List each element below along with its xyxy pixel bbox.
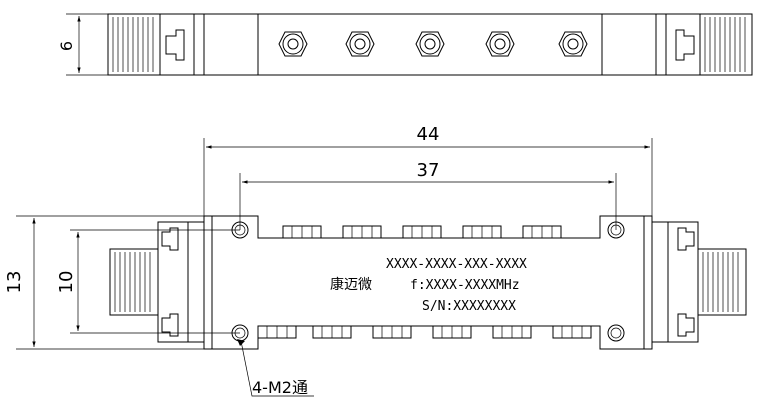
- tuning-screw-bottom: [312, 325, 352, 339]
- tuning-nut: [485, 31, 515, 57]
- tuning-screw-bottom: [432, 325, 472, 339]
- mount-hole-callout: 4-M2通: [252, 378, 308, 397]
- tuning-nut: [558, 31, 588, 57]
- overall-length-dim-label: 44: [417, 124, 440, 145]
- tuning-nut: [345, 31, 375, 57]
- mount-hole: [607, 221, 625, 239]
- tuning-screw-top: [462, 225, 502, 239]
- hole-spacing-height-dim-label: 10: [56, 271, 77, 294]
- brand-label: 康迈微: [330, 276, 372, 293]
- body-front-outline: [203, 215, 653, 350]
- body-top-outline: [203, 13, 657, 76]
- hole-spacing-length-dim-label: 37: [417, 160, 440, 181]
- tuning-screw-bottom: [492, 325, 532, 339]
- tuning-screw-bottom: [257, 325, 297, 339]
- frequency-label: f:XXXX-XXXXMHz: [410, 278, 520, 293]
- tuning-screw-top: [402, 225, 442, 239]
- right-connector-front: [651, 221, 747, 343]
- part-number-label: XXXX-XXXX-XXX-XXXX: [386, 257, 527, 272]
- tuning-screw-top: [522, 225, 562, 239]
- overall-height-dim-label: 13: [4, 271, 25, 294]
- top-height-dim-label: 6: [57, 41, 76, 51]
- tuning-screw-top: [342, 225, 382, 239]
- mount-hole: [231, 221, 249, 239]
- tuning-screw-bottom: [552, 325, 592, 339]
- tuning-nut: [415, 31, 445, 57]
- top-view: 6: [57, 13, 753, 76]
- right-connector-top: [655, 13, 753, 76]
- tuning-screw-top: [282, 225, 322, 239]
- front-view: 44 37 13 10: [4, 124, 747, 397]
- mount-hole: [607, 324, 625, 342]
- left-connector-front: [109, 221, 205, 343]
- left-connector-top: [107, 13, 205, 76]
- tuning-screw-bottom: [372, 325, 412, 339]
- serial-number-label: S/N:XXXXXXXX: [422, 299, 516, 314]
- tuning-nut: [278, 31, 308, 57]
